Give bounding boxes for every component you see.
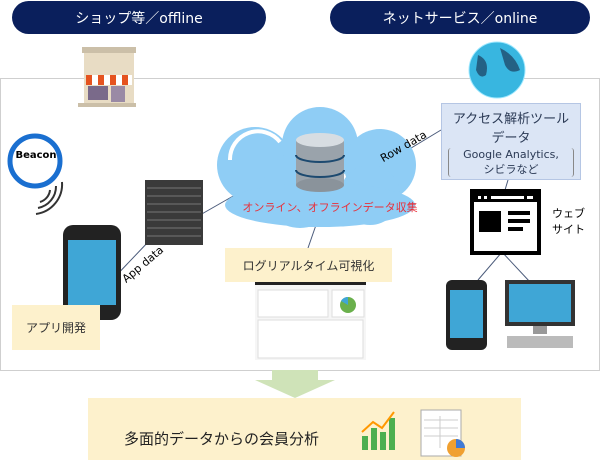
cloud-label: オンライン、オフラインデータ収集	[242, 201, 418, 214]
analytics-box: アクセス解析ツール データ Google Analytics, シビラなど	[441, 103, 581, 180]
desktop-computer-icon	[505, 280, 575, 348]
member-analysis-label: 多面的データからの会員分析	[124, 430, 320, 448]
down-arrow	[255, 370, 335, 398]
cloud-shape	[217, 107, 416, 228]
bar-chart-icon	[361, 411, 395, 450]
beacon-icon	[7, 133, 64, 215]
analytics-sub-2: シビラなど	[483, 163, 539, 176]
online-header: ネットサービス／online	[330, 1, 590, 34]
analysis-icons	[361, 409, 465, 457]
server-rack-icon	[145, 180, 203, 245]
beacon-label: Beacon	[15, 150, 57, 161]
analytics-sub: Google Analytics,	[463, 148, 559, 161]
website-label: ウェブ サイト	[552, 206, 585, 238]
website-label-2: サイト	[552, 223, 585, 236]
website-label-1: ウェブ	[552, 207, 585, 220]
mobile-phone-icon	[446, 280, 487, 350]
globe-icon	[468, 41, 526, 99]
log-visualization-box: ログリアルタイム可視化	[225, 248, 392, 282]
offline-header: ショップ等／offline	[12, 1, 266, 34]
app-dev-box: アプリ開発	[12, 305, 100, 350]
smartphone-icon	[63, 225, 121, 320]
member-analysis-box: 多面的データからの会員分析	[88, 398, 521, 460]
dashboard-screenshot	[255, 280, 366, 360]
store-icon	[78, 47, 136, 107]
spreadsheet-icon	[420, 409, 465, 457]
analytics-title-2: データ	[491, 131, 531, 146]
website-icon	[470, 189, 541, 255]
analytics-title: アクセス解析ツール	[452, 112, 570, 127]
database-icon	[295, 133, 345, 192]
